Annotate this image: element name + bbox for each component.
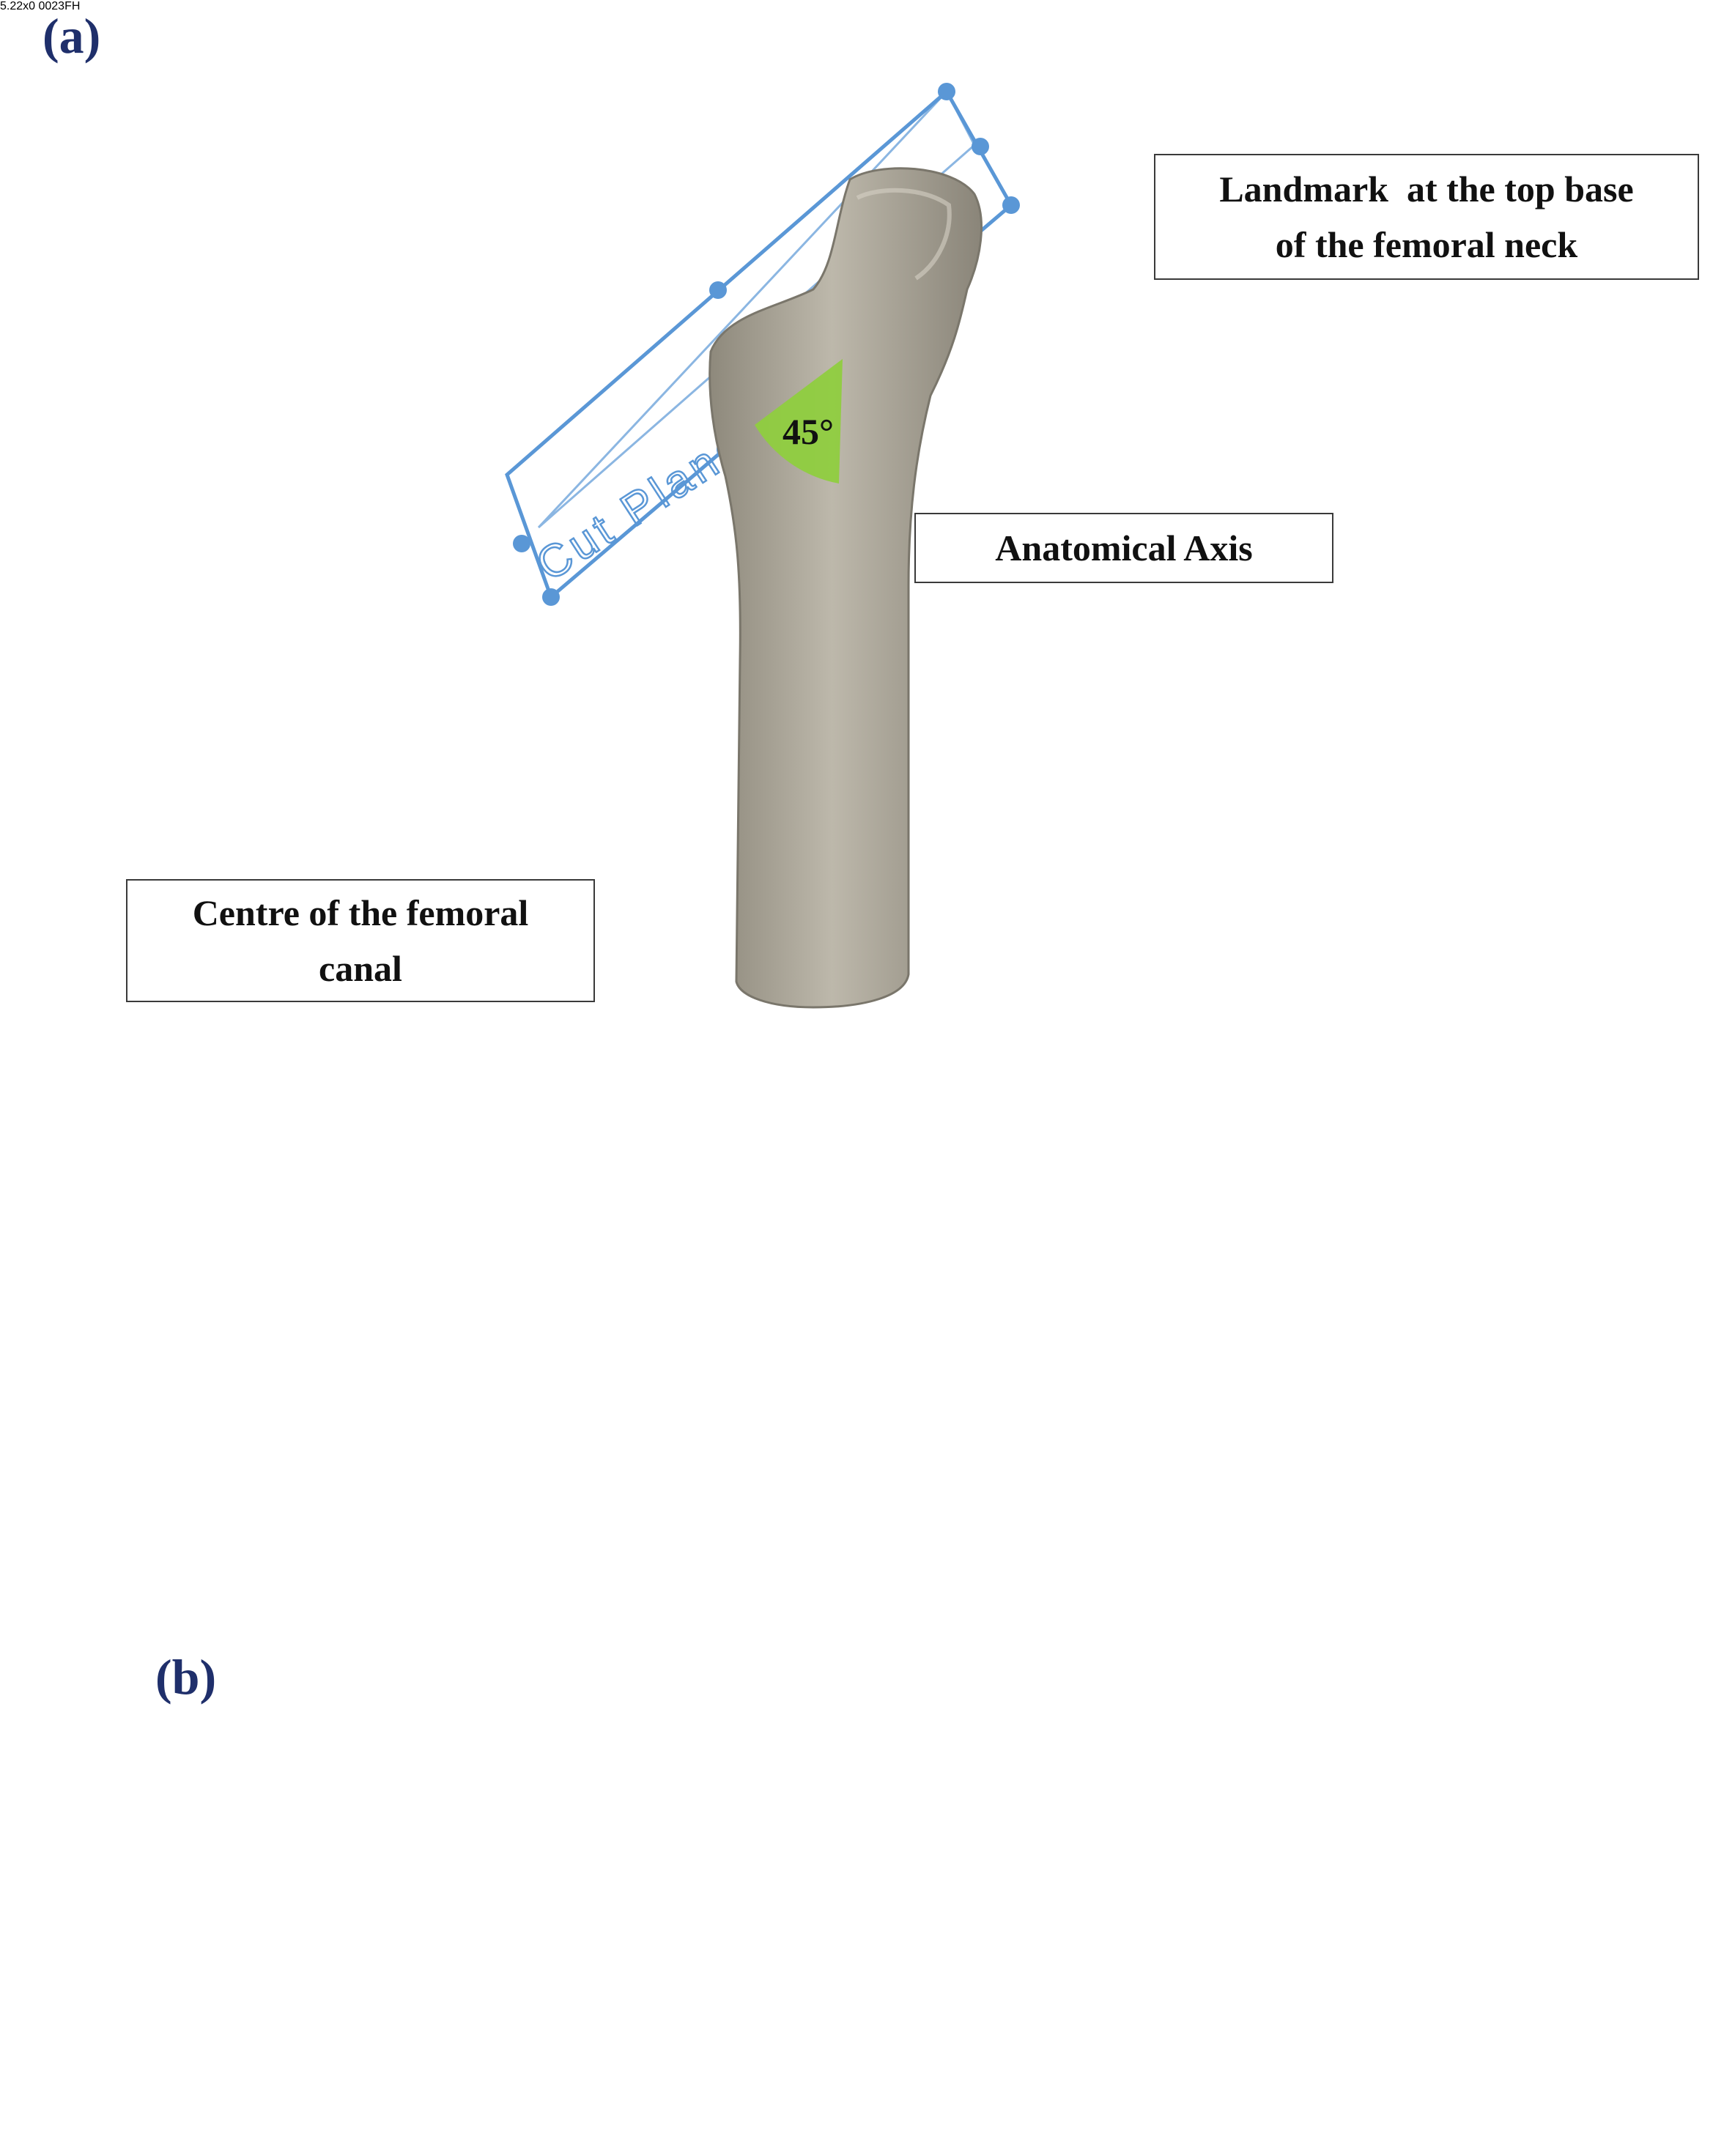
callout-landmark-line1: Landmark at the top base	[1219, 168, 1634, 210]
callout-anatomical-axis: Anatomical Axis	[914, 513, 1333, 583]
cut-plane-handle[interactable]	[938, 83, 955, 100]
screw-hole: 5.22x0 0023FH	[0, 0, 80, 12]
cut-plane-handle[interactable]	[709, 281, 727, 299]
panel-label-c: (c)	[1004, 1290, 1057, 1342]
callout-canal-centre: Centre of the femoral canal	[126, 879, 595, 1002]
panel-label-a: (a)	[42, 8, 101, 64]
callout-centre-line2: canal	[319, 948, 402, 989]
angle-wedge	[755, 359, 843, 484]
callout-axis-text: Anatomical Axis	[995, 527, 1253, 568]
screw-hole: 5.22x0 0023FH	[0, 0, 80, 12]
cut-plane-handle[interactable]	[972, 138, 989, 155]
callout-centre-line1: Centre of the femoral	[192, 892, 529, 933]
callout-landmark-line2: of the femoral neck	[1275, 224, 1578, 265]
callout-landmark: Landmark at the top base of the femoral …	[1154, 154, 1699, 280]
landmark-dot-top: 5.22x0 0023FH	[0, 0, 1699, 1705]
femur-implant-model: 5.22x0 0023FH	[0, 0, 80, 12]
femur-bone	[708, 167, 983, 1009]
panel-label-b: (b)	[155, 1649, 217, 1705]
cut-plane-handle[interactable]	[513, 535, 530, 552]
landmark-dot-bottom: 5.22x0 0023FH	[0, 0, 1699, 1705]
anatomical-axis-line: 5.22x0 0023FH	[0, 0, 1699, 1705]
implant-plate: 5.22x0 0023FH	[0, 0, 80, 12]
cut-plane-handle[interactable]	[1002, 196, 1020, 214]
angle-label: 45°	[782, 411, 834, 452]
plate-engraving: 5.22x0 0023FH	[0, 0, 81, 12]
cut-plane-handle[interactable]	[542, 588, 560, 606]
